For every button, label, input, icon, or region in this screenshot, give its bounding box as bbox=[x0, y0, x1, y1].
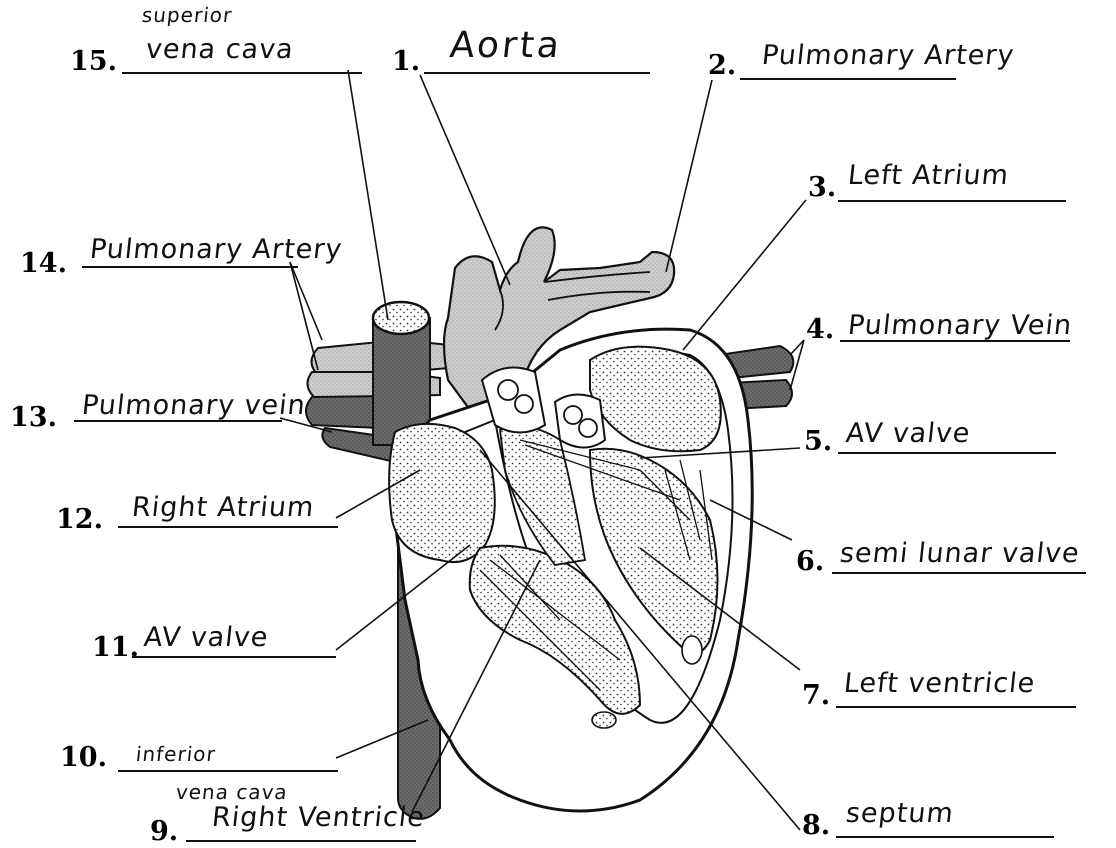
label-13-underline bbox=[74, 420, 282, 422]
label-5-number: 5. bbox=[804, 428, 832, 455]
label-15-answer: vena cava bbox=[145, 36, 296, 63]
label-4-number: 4. bbox=[806, 316, 834, 343]
label-10-answer-line2: vena cava bbox=[175, 782, 289, 802]
label-11-answer: AV valve bbox=[143, 624, 270, 651]
label-14-answer: Pulmonary Artery bbox=[89, 236, 344, 263]
label-13-number: 13. bbox=[10, 404, 57, 431]
label-6-underline bbox=[832, 572, 1086, 574]
label-7-answer: Left ventricle bbox=[843, 670, 1037, 697]
label-7-number: 7. bbox=[802, 682, 830, 709]
label-9-number: 9. bbox=[150, 818, 178, 845]
label-8-underline bbox=[836, 836, 1054, 838]
label-10-underline bbox=[118, 770, 338, 772]
label-12-underline bbox=[118, 526, 338, 528]
label-9-underline bbox=[186, 840, 416, 842]
label-2-underline bbox=[740, 78, 956, 80]
label-3-answer: Left Atrium bbox=[847, 162, 1011, 189]
label-7-underline bbox=[836, 706, 1076, 708]
label-11-underline bbox=[132, 656, 336, 658]
label-13-answer: Pulmonary vein bbox=[81, 392, 308, 419]
label-2-number: 2. bbox=[708, 52, 736, 79]
label-8-number: 8. bbox=[802, 812, 830, 839]
label-15-answer-top: superior bbox=[141, 5, 233, 25]
label-5-answer: AV valve bbox=[845, 420, 972, 447]
label-10-number: 10. bbox=[60, 744, 107, 771]
right-atrium bbox=[389, 424, 495, 562]
label-6-answer: semi lunar valve bbox=[839, 540, 1081, 567]
label-9-answer: Right Ventricle bbox=[211, 804, 427, 831]
label-4-answer: Pulmonary Vein bbox=[847, 312, 1074, 339]
label-1-underline bbox=[424, 72, 650, 74]
label-12-number: 12. bbox=[56, 506, 103, 533]
label-10-answer: inferior bbox=[135, 744, 217, 764]
label-5-underline bbox=[838, 452, 1056, 454]
label-2-answer: Pulmonary Artery bbox=[761, 42, 1016, 69]
label-4-underline bbox=[840, 340, 1070, 342]
label-3-underline bbox=[838, 200, 1066, 202]
label-12-answer: Right Atrium bbox=[131, 494, 316, 521]
label-1-number: 1. bbox=[392, 48, 420, 75]
label-15-underline bbox=[122, 72, 362, 74]
label-3-number: 3. bbox=[808, 174, 836, 201]
label-6-number: 6. bbox=[796, 548, 824, 575]
label-14-underline bbox=[82, 266, 298, 268]
label-14-number: 14. bbox=[20, 250, 67, 277]
label-8-answer: septum bbox=[845, 800, 956, 827]
label-1-answer: Aorta bbox=[448, 28, 564, 64]
label-15-number: 15. bbox=[70, 48, 117, 75]
